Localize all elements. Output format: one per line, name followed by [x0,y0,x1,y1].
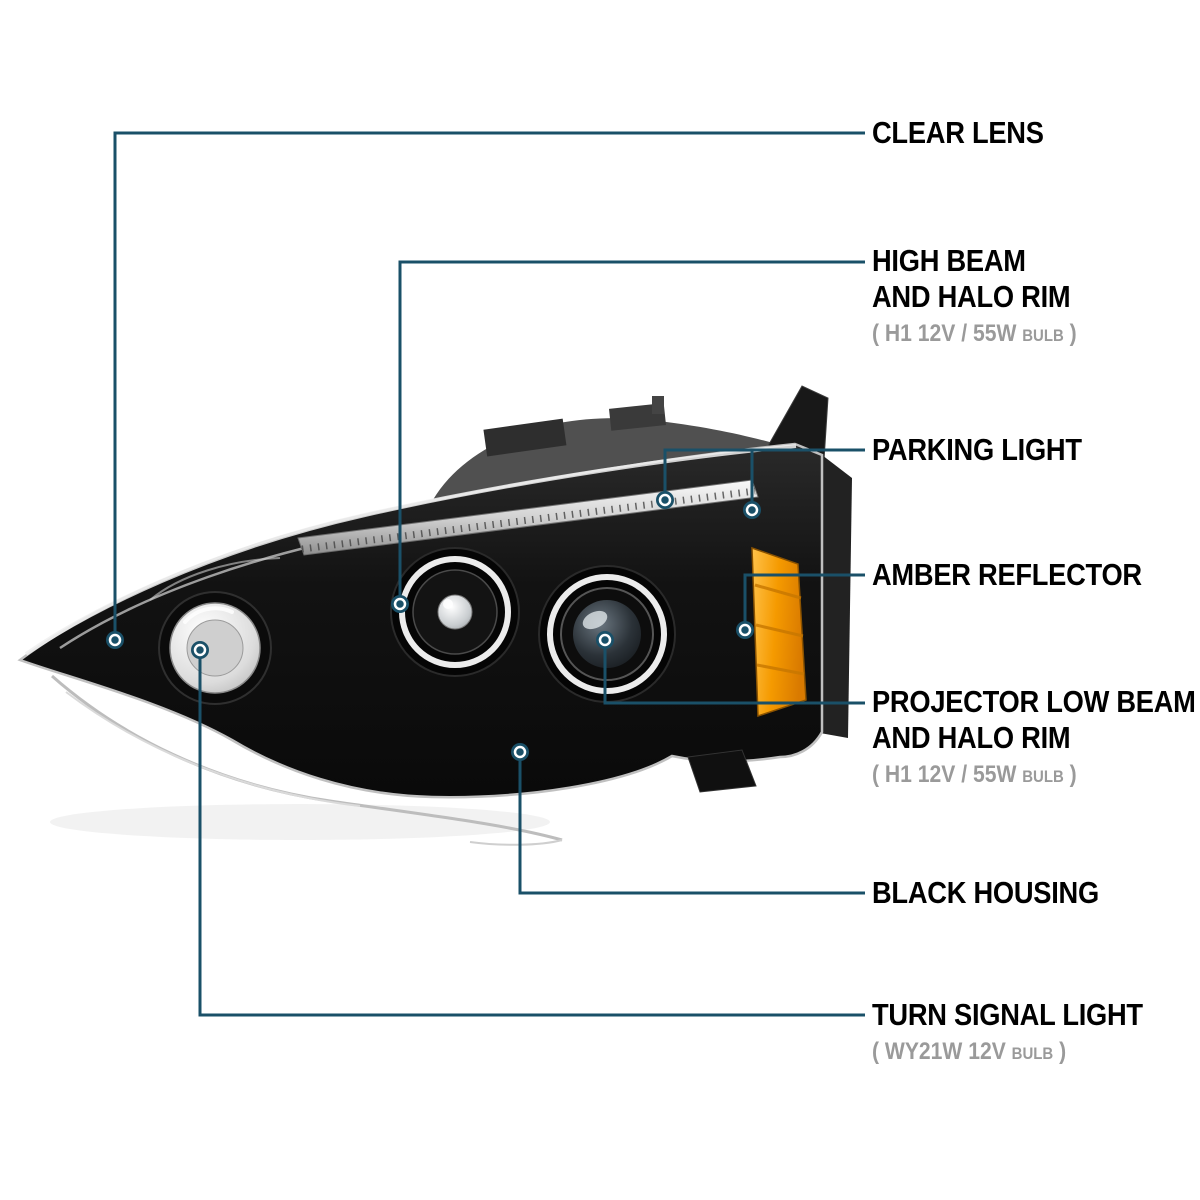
callout-title: HIGH BEAM [872,243,1026,278]
bulb-spec-open: ( WY21W 12V [872,1038,1012,1065]
callout-dot-amber-reflector [736,621,754,639]
callout-turn-signal-light: TURN SIGNAL LIGHT ( WY21W 12V BULB ) [872,997,1143,1068]
callout-dot-turn-signal [191,641,209,659]
callout-title: BLACK HOUSING [872,875,1099,910]
callout-dot-high-beam [391,595,409,613]
callout-high-beam-halo-rim: HIGH BEAM AND HALO RIM ( H1 12V / 55W BU… [872,243,1077,350]
bulb-spec: ( H1 12V / 55W BULB ) [872,320,1077,350]
callout-title: CLEAR LENS [872,115,1044,150]
callout-line-black-housing [518,760,865,895]
callout-line-high-beam [398,260,865,596]
bulb-spec-close: ) [1053,1038,1067,1065]
callout-black-housing: BLACK HOUSING [872,875,1099,911]
bulb-spec-open: ( H1 12V / 55W [872,320,1023,347]
callout-parking-light: PARKING LIGHT [872,432,1082,468]
bulb-spec-close: ) [1063,761,1077,788]
callout-title: PROJECTOR LOW BEAM [872,684,1196,719]
ground-shadow [50,804,550,840]
callout-title: TURN SIGNAL LIGHT [872,997,1143,1032]
turn-signal-lens [158,591,272,705]
callout-projector-low-beam-halo-rim: PROJECTOR LOW BEAM AND HALO RIM ( H1 12V… [872,684,1196,791]
callout-clear-lens: CLEAR LENS [872,115,1044,151]
housing-side-panel [820,455,852,738]
callout-line-clear-lens [113,131,865,632]
callout-dots [106,491,761,761]
callout-amber-reflector: AMBER REFLECTOR [872,557,1142,593]
callout-line-parking-light [663,448,865,492]
callout-line-turn-signal [198,658,865,1017]
callout-title-line2: AND HALO RIM [872,720,1071,755]
callout-title: AMBER REFLECTOR [872,557,1142,592]
bulb-spec-unit: BULB [1011,1044,1054,1063]
callout-line-amber-reflector [743,573,865,622]
callout-lines [113,131,865,1017]
amber-reflector-shape [751,546,807,718]
callout-dot-projector-low-beam [596,631,614,649]
mounting-tab [687,749,757,793]
callout-title-line2: AND HALO RIM [872,279,1071,314]
callout-dot-clear-lens [106,631,124,649]
bulb-spec-open: ( H1 12V / 55W [872,761,1023,788]
callout-line-projector-low-beam [603,648,865,705]
bulb-spec-close: ) [1063,320,1077,347]
callout-dot-black-housing [511,743,529,761]
callout-title: PARKING LIGHT [872,432,1082,467]
bulb-spec: ( WY21W 12V BULB ) [872,1038,1143,1068]
high-beam-halo-ring [390,547,520,677]
bulb-spec-unit: BULB [1022,767,1064,786]
callout-dot-parking-light-2 [743,501,761,519]
bulb-spec-unit: BULB [1022,326,1064,345]
chrome-trim-strip [297,479,759,556]
bulb-spec: ( H1 12V / 55W BULB ) [872,761,1196,791]
callout-dot-parking-light-1 [656,491,674,509]
